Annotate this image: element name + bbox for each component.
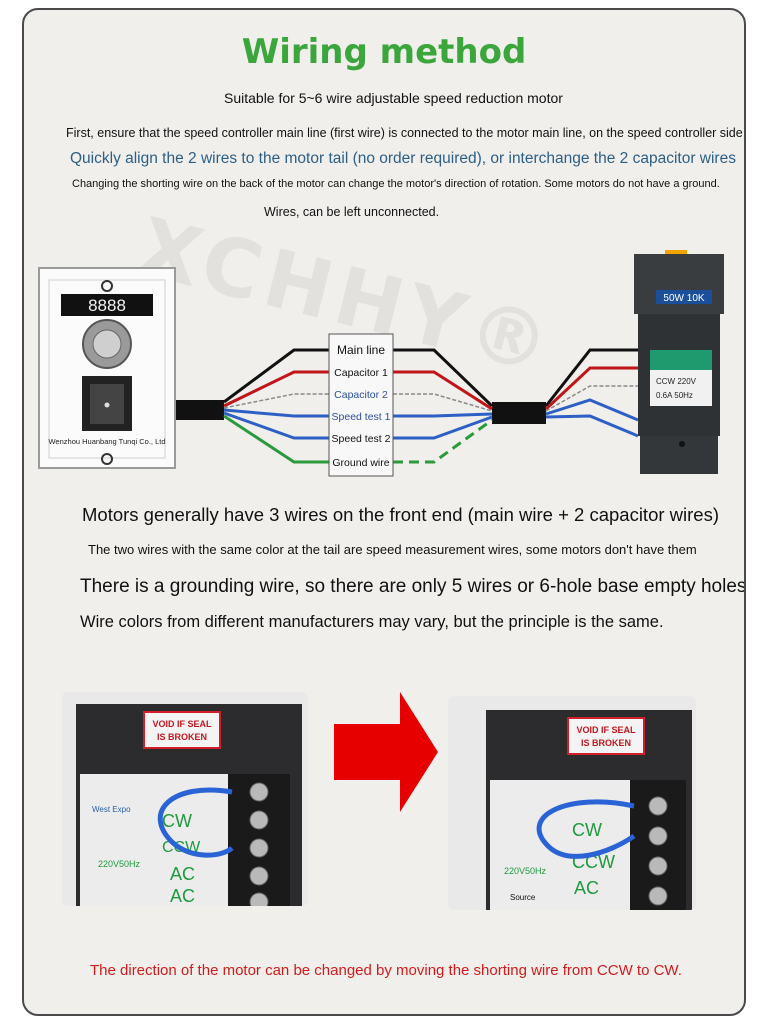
wire-lines <box>223 348 639 464</box>
seal-text-2: IS BROKEN <box>157 732 207 742</box>
wire-motor-5 <box>545 414 639 438</box>
seal-text-2: IS BROKEN <box>581 738 631 748</box>
red-arrow-icon <box>334 692 438 812</box>
wire-left-3 <box>223 393 329 409</box>
wire-mid-5 <box>393 415 493 440</box>
voltage-label: 220V50Hz <box>504 866 547 876</box>
page-frame: XCHHY® Wiring method Suitable for 5~6 wi… <box>22 8 746 1016</box>
terminal-photo-ccw: VOID IF SEAL IS BROKEN West Expo CW CCW … <box>62 692 308 906</box>
wire-motor-2 <box>544 366 638 411</box>
wire-label-1: Main line <box>337 343 385 357</box>
wire-left-4 <box>223 408 329 418</box>
wire-mid-4 <box>393 412 493 418</box>
info-line-2: The two wires with the same color at the… <box>88 542 697 557</box>
wire-left-5 <box>223 411 329 440</box>
motor-spec-2: 0.6A 50Hz <box>656 391 693 400</box>
motor-spec-1: CCW 220V <box>656 377 697 386</box>
photo-label: West Expo <box>92 805 131 814</box>
wire-mid-1 <box>393 348 494 408</box>
speed-controller: 8888 Wenzhou Huanbang Tunqi Co., Ltd <box>38 267 176 469</box>
wire-mid-3 <box>393 393 493 412</box>
shorting-wire <box>536 799 636 859</box>
controller-display: 8888 <box>88 296 126 315</box>
wire-mid-2 <box>393 370 493 411</box>
wire-label-box <box>328 333 394 477</box>
instruction-line-2: Quickly align the 2 wires to the motor t… <box>70 150 736 167</box>
wire-left-2 <box>223 370 329 408</box>
instruction-line-4: Wires, can be left unconnected. <box>264 205 440 219</box>
instruction-line-1: First, ensure that the speed controller … <box>66 126 743 140</box>
wire-label-2: Capacitor 1 <box>334 367 388 379</box>
page-title: Wiring method <box>241 32 527 72</box>
footer-note: The direction of the motor can be change… <box>90 962 682 979</box>
ac-label: AC <box>170 864 195 884</box>
seal-text-1: VOID IF SEAL <box>152 719 212 729</box>
subtitle: Suitable for 5~6 wire adjustable speed r… <box>224 90 563 106</box>
motor: 50W 10K CCW 220V 0.6A 50Hz <box>634 250 724 474</box>
info-line-3: There is a grounding wire, so there are … <box>80 576 746 597</box>
wire-left-6 <box>223 414 329 464</box>
shorting-wire <box>157 787 234 858</box>
wire-label-4: Speed test 1 <box>332 411 391 423</box>
wire-left-1 <box>223 348 329 404</box>
ac-label: AC <box>574 878 599 898</box>
seal-text-1: VOID IF SEAL <box>576 725 636 735</box>
wire-motor-1 <box>544 348 638 407</box>
voltage-label: 220V50Hz <box>98 859 141 869</box>
info-line-1: Motors generally have 3 wires on the fro… <box>82 504 719 525</box>
source-label: Source <box>510 893 536 902</box>
wire-label-3: Capacitor 2 <box>334 389 388 401</box>
cw-label: CW <box>162 811 192 831</box>
terminal-photo-cw: VOID IF SEAL IS BROKEN CW CCW 220V50Hz A… <box>448 696 696 910</box>
motor-label-top: 50W 10K <box>663 293 704 304</box>
wire-label-5: Speed test 2 <box>332 433 391 445</box>
ac-label: AC <box>170 886 195 906</box>
wire-label-6: Ground wire <box>332 457 389 469</box>
wire-motor-4 <box>545 398 639 422</box>
wiring-diagram: 8888 Wenzhou Huanbang Tunqi Co., Ltd Mai… <box>38 250 724 477</box>
cw-label: CW <box>572 820 602 840</box>
controller-brand: Wenzhou Huanbang Tunqi Co., Ltd <box>48 437 165 446</box>
instruction-line-3: Changing the shorting wire on the back o… <box>72 178 720 190</box>
wire-mid-6 <box>393 418 493 464</box>
wire-motor-3 <box>545 385 638 412</box>
info-line-4: Wire colors from different manufacturers… <box>80 613 664 631</box>
